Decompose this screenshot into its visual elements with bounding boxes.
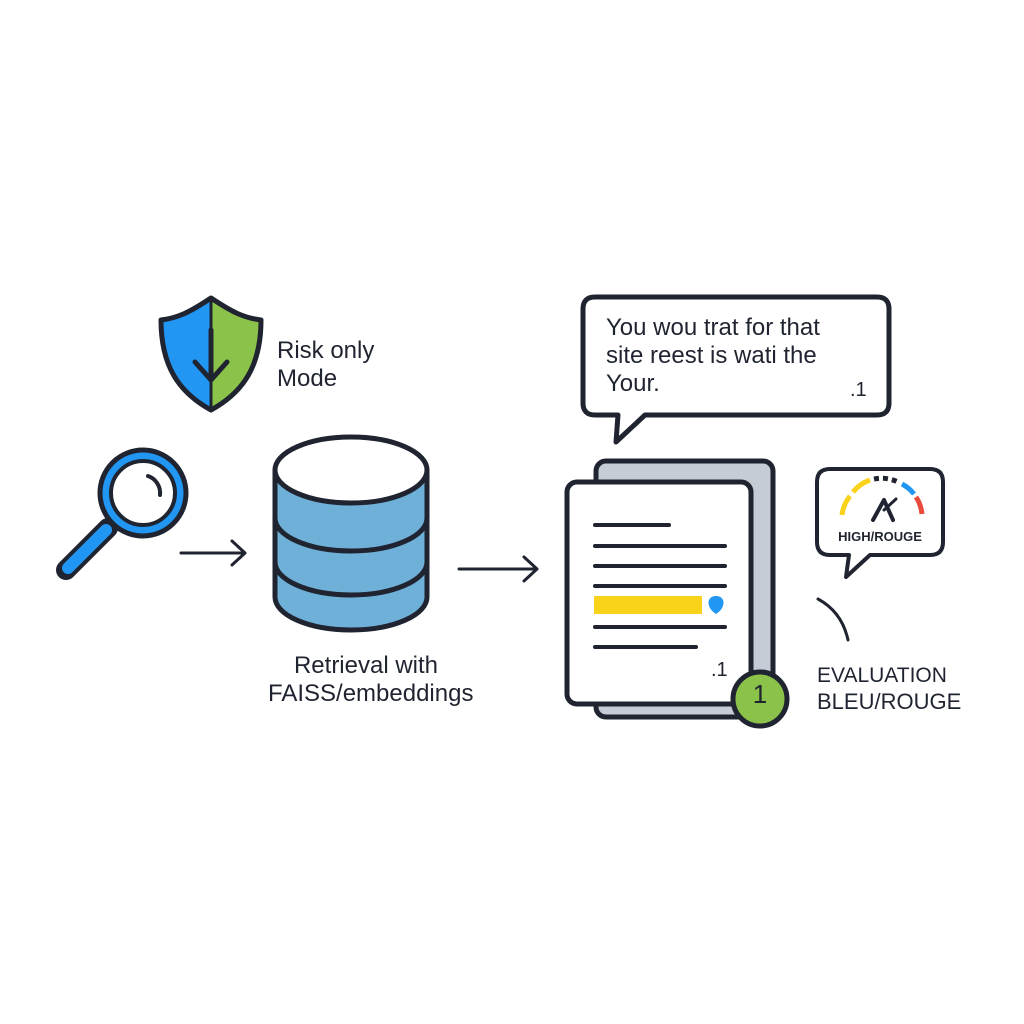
chat-bubble-line1: You wou trat for that bbox=[606, 314, 820, 341]
number-badge bbox=[730, 669, 790, 729]
shield-label-line1: Risk only bbox=[277, 337, 375, 364]
retrieval-label-line1: Retrieval with bbox=[293, 652, 439, 679]
comment-pin-icon bbox=[708, 596, 724, 614]
evaluation-label-line1: EVALUATION bbox=[817, 664, 947, 687]
shield-label: Risk only Mode bbox=[277, 337, 374, 393]
gauge-label: HIGH/ROUGE bbox=[838, 529, 922, 544]
chat-bubble-text: You wou trat for that site reest is wati… bbox=[606, 314, 866, 398]
badge-number: 1 bbox=[752, 679, 768, 709]
chat-bubble bbox=[580, 294, 892, 445]
gauge-icon bbox=[815, 467, 945, 579]
arrow-database-to-document bbox=[457, 555, 539, 583]
chat-bubble-line2: site reest is wati the bbox=[606, 342, 817, 369]
evaluation-label: EVALUATION BLEU/ROUGE bbox=[817, 663, 961, 715]
retrieval-label-line2: FAISS/embeddings bbox=[268, 680, 474, 707]
retrieval-label: Retrieval with FAISS/embeddings bbox=[268, 652, 474, 708]
evaluation-label-line2: BLEU/ROUGE bbox=[817, 689, 962, 714]
document-note: .1 bbox=[711, 659, 728, 681]
shield-download-icon bbox=[158, 295, 264, 413]
arrow-search-to-database bbox=[179, 539, 247, 567]
chat-bubble-note: .1 bbox=[850, 379, 867, 401]
chat-bubble-line3: Your. bbox=[606, 370, 660, 397]
document-highlight bbox=[594, 596, 702, 614]
database-icon bbox=[272, 434, 430, 633]
shield-label-line2: Mode bbox=[277, 365, 338, 392]
document-stack-icon bbox=[564, 458, 776, 720]
magnifying-glass-icon bbox=[56, 447, 189, 580]
curved-accent-line bbox=[816, 597, 850, 642]
